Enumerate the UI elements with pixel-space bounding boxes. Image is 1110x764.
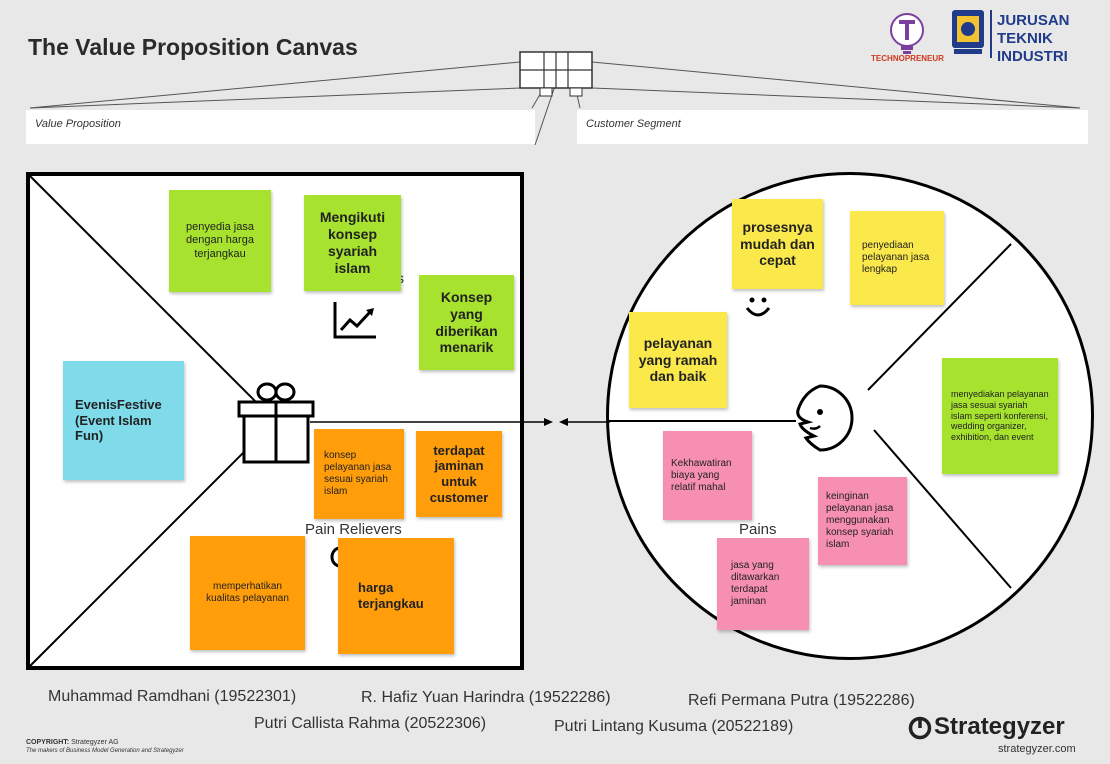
header-guide-lines (29, 51, 1081, 146)
author-name: Putri Lintang Kusuma (20522189) (554, 718, 794, 735)
sticky-note-pain-reliever[interactable]: harga terjangkau (338, 538, 454, 654)
mini-canvas-icon (519, 51, 593, 97)
sticky-note-pain-reliever[interactable]: terdapat jaminan untuk customer (416, 431, 502, 517)
sticky-note-gain-creator[interactable]: Konsep yang diberikan menarik (419, 275, 514, 370)
sticky-note-pain[interactable]: Kekhawatiran biaya yang relatif mahal (663, 431, 752, 520)
author-name: Refi Permana Putra (19522286) (688, 692, 915, 709)
arrow-right-icon (544, 418, 553, 426)
technopreneur-logo: TECHNOPRENEUR (870, 8, 945, 64)
sticky-note-gain[interactable]: prosesnya mudah dan cepat (732, 199, 823, 289)
pain-relievers-label: Pain Relievers (305, 521, 402, 538)
sticky-note-pain-reliever[interactable]: memperhatikan kualitas pelayanan (190, 536, 305, 650)
pains-label: Pains (739, 521, 777, 538)
strategyzer-url[interactable]: strategyzer.com (998, 743, 1076, 755)
arrow-left-icon (559, 418, 568, 426)
fit-arrows (310, 418, 610, 426)
sticky-note-gain[interactable]: pelayanan yang ramah dan baik (629, 312, 727, 408)
sticky-note-gain-creator[interactable]: Mengikuti konsep syariah islam (304, 195, 401, 291)
gift-icon (237, 382, 315, 464)
strategyzer-logo: Strategyzer (908, 713, 1088, 743)
copyright-label: COPYRIGHT: (26, 739, 70, 746)
copyright-notice: COPYRIGHT: Strategyzer AG (26, 739, 119, 746)
trend-chart-icon (333, 302, 376, 339)
sticky-note-product[interactable]: EvenisFestive (Event Islam Fun) (63, 361, 184, 480)
pill-icon-partial (330, 546, 341, 568)
value-map-diagonals (29, 175, 276, 667)
technopreneur-text: TECHNOPRENEUR (871, 54, 944, 63)
author-name: Muhammad Ramdhani (19522301) (48, 688, 297, 705)
sticky-note-gain[interactable]: penyediaan pelayanan jasa lengkap (850, 211, 944, 305)
sticky-note-pain[interactable]: keinginan pelayanan jasa menggunakan kon… (818, 477, 907, 565)
strategyzer-wordmark: Strategyzer (934, 713, 1065, 740)
copyright-tagline: The makers of Business Model Generation … (26, 748, 184, 754)
sticky-note-gain-creator[interactable]: penyedia jasa dengan harga terjangkau (169, 190, 271, 292)
department-line-2: TEKNIK INDUSTRI (997, 30, 1068, 65)
lightbulb-icon (890, 13, 924, 54)
sticky-note-customer-job[interactable]: menyediakan pelayanan jasa sesuai syaria… (942, 358, 1058, 474)
customer-segment-field[interactable]: Customer Segment (577, 110, 1088, 144)
uii-emblem (950, 8, 986, 56)
page-title: The Value Proposition Canvas (28, 34, 358, 60)
customer-profile-dividers (606, 243, 1012, 589)
author-name: Putri Callista Rahma (20522306) (254, 715, 487, 732)
department-name: JURUSAN TEKNIK INDUSTRI (997, 12, 1110, 66)
strategyzer-mark-icon (908, 716, 932, 740)
sticky-note-pain-reliever[interactable]: konsep pelayanan jasa sesuai syariah isl… (314, 429, 404, 519)
department-line-1: JURUSAN (997, 12, 1070, 29)
university-seal-icon (952, 10, 984, 54)
copyright-owner: Strategyzer AG (69, 739, 119, 746)
logo-divider (990, 10, 992, 58)
author-name: R. Hafiz Yuan Harindra (19522286) (361, 689, 611, 706)
sticky-note-pain[interactable]: jasa yang ditawarkan terdapat jaminan (717, 538, 809, 630)
smile-icon (745, 297, 771, 317)
value-proposition-field[interactable]: Value Proposition (26, 110, 535, 144)
customer-face-icon (796, 384, 854, 452)
